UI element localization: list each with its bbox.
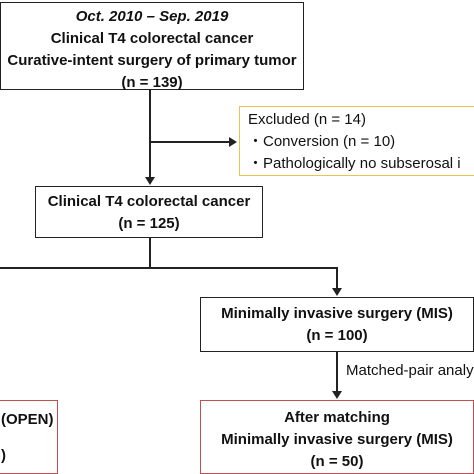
connector-split [0, 267, 337, 269]
arrow-to-excluded [229, 137, 237, 147]
mis-line1: Minimally invasive surgery (MIS) [221, 305, 453, 322]
top-cohort-line2: Curative-intent surgery of primary tumor [7, 52, 297, 69]
after-line2: Minimally invasive surgery (MIS) [221, 431, 453, 448]
after-line1: After matching [284, 409, 390, 426]
matched-pair-label: Matched-pair analys [346, 362, 474, 379]
connector-middle-down [149, 238, 151, 268]
open-box: (OPEN) ) [0, 400, 58, 474]
mis-box: Minimally invasive surgery (MIS) (n = 10… [200, 297, 474, 352]
top-cohort-box: Oct. 2010 – Sep. 2019 Clinical T4 colore… [0, 2, 304, 91]
arrow-to-mis [332, 288, 342, 296]
middle-cohort-box: Clinical T4 colorectal cancer (n = 125) [35, 186, 263, 238]
connector-top-to-middle [149, 90, 151, 177]
after-count: (n = 50) [310, 453, 364, 470]
middle-cohort-line1: Clinical T4 colorectal cancer [47, 193, 251, 210]
arrow-to-middle [145, 177, 155, 185]
middle-cohort-count: (n = 125) [118, 215, 180, 232]
connector-mis-to-after [336, 352, 338, 391]
open-line1: (OPEN) [1, 411, 54, 428]
study-period: Oct. 2010 – Sep. 2019 [75, 8, 229, 25]
connector-to-excluded [149, 141, 229, 143]
excluded-title: Excluded (n = 14) [248, 111, 366, 128]
arrow-to-after [332, 391, 342, 399]
excluded-pathology: ・Pathologically no subserosal i [248, 155, 461, 172]
open-count: ) [1, 447, 6, 464]
excluded-box: Excluded (n = 14) ・Conversion (n = 10) ・… [239, 106, 474, 176]
excluded-conversion: ・Conversion (n = 10) [248, 133, 396, 150]
connector-to-mis [336, 267, 338, 288]
mis-count: (n = 100) [306, 327, 368, 344]
top-cohort-count: (n = 139) [121, 74, 183, 91]
after-matching-box: After matching Minimally invasive surger… [200, 400, 474, 474]
top-cohort-line1: Clinical T4 colorectal cancer [50, 30, 254, 47]
